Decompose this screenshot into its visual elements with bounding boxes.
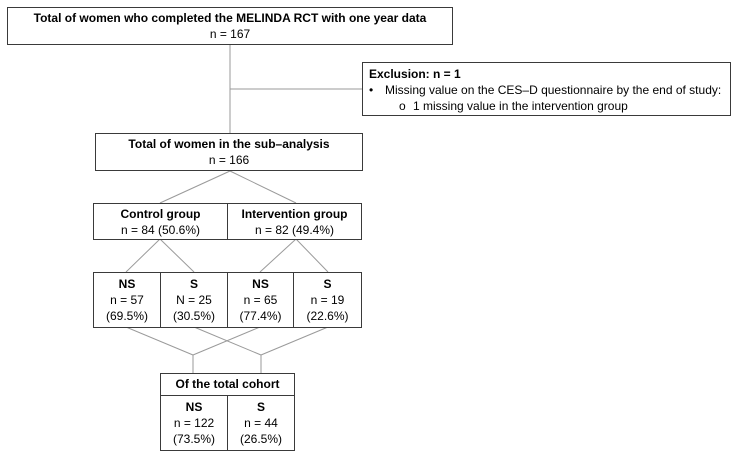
- total-title: Of the total cohort: [175, 377, 280, 391]
- intervention-ns-label: NS: [252, 277, 269, 291]
- total-cohort-box: Of the total cohort: [160, 373, 295, 396]
- exclusion-item: Missing value on the CES–D questionnaire…: [385, 83, 722, 97]
- intervention-group-box: Intervention group n = 82 (49.4%): [227, 203, 362, 240]
- connector-intervention-to-ns: [259, 238, 297, 273]
- exclusion-subitem: 1 missing value in the intervention grou…: [413, 99, 628, 113]
- control-s-n: N = 25: [176, 293, 212, 307]
- control-title: Control group: [120, 207, 201, 221]
- connector-intervention-to-s: [295, 238, 329, 273]
- intervention-n: n = 82 (49.4%): [254, 223, 335, 237]
- control-s-pct: (30.5%): [172, 309, 216, 323]
- sub-bullet-icon: o: [399, 99, 406, 113]
- connector-sub-to-intervention: [229, 170, 297, 204]
- top-box: Total of women who completed the MELINDA…: [7, 7, 453, 45]
- total-ns-box: NS n = 122 (73.5%): [160, 395, 228, 451]
- top-title: Total of women who completed the MELINDA…: [33, 11, 427, 25]
- control-ns-label: NS: [118, 277, 136, 291]
- intervention-s-n: n = 19: [310, 293, 345, 307]
- control-ns-box: NS n = 57 (69.5%): [93, 272, 161, 328]
- total-s-n: n = 44: [244, 416, 278, 430]
- intervention-ns-pct: (77.4%): [239, 309, 282, 323]
- intervention-ns-box: NS n = 65 (77.4%): [227, 272, 294, 328]
- exclusion-title: Exclusion: n = 1: [369, 67, 461, 81]
- connector-cns-to-total-ns: [125, 326, 194, 356]
- connector-sub-to-control: [159, 170, 231, 204]
- total-ns-pct: (73.5%): [172, 432, 216, 446]
- intervention-title: Intervention group: [241, 207, 348, 221]
- sub-title: Total of women in the sub–analysis: [128, 137, 330, 151]
- control-s-label: S: [189, 277, 198, 291]
- total-s-box: S n = 44 (26.5%): [227, 395, 295, 451]
- top-n: n = 167: [209, 27, 251, 41]
- sub-n: n = 166: [208, 153, 250, 167]
- exclusion-box: Exclusion: n = 1 • Missing value on the …: [362, 62, 731, 116]
- total-ns-n: n = 122: [173, 416, 215, 430]
- control-ns-n: n = 57: [110, 293, 144, 307]
- intervention-s-label: S: [323, 277, 332, 291]
- total-s-pct: (26.5%): [239, 432, 283, 446]
- intervention-s-box: S n = 19 (22.6%): [293, 272, 362, 328]
- connector-control-to-ns: [125, 238, 161, 273]
- intervention-s-pct: (22.6%): [306, 309, 349, 323]
- control-s-box: S N = 25 (30.5%): [160, 272, 228, 328]
- connector-is-to-total-s: [260, 326, 329, 356]
- control-group-box: Control group n = 84 (50.6%): [93, 203, 228, 240]
- intervention-ns-n: n = 65: [243, 293, 278, 307]
- connector-control-to-s: [159, 238, 195, 273]
- total-s-label: S: [256, 400, 265, 414]
- total-ns-label: NS: [185, 400, 203, 414]
- control-ns-pct: (69.5%): [105, 309, 149, 323]
- sub-analysis-box: Total of women in the sub–analysis n = 1…: [95, 133, 363, 171]
- control-n: n = 84 (50.6%): [120, 223, 201, 237]
- bullet-icon: •: [369, 83, 374, 97]
- connector-ins-to-total-ns: [192, 326, 261, 356]
